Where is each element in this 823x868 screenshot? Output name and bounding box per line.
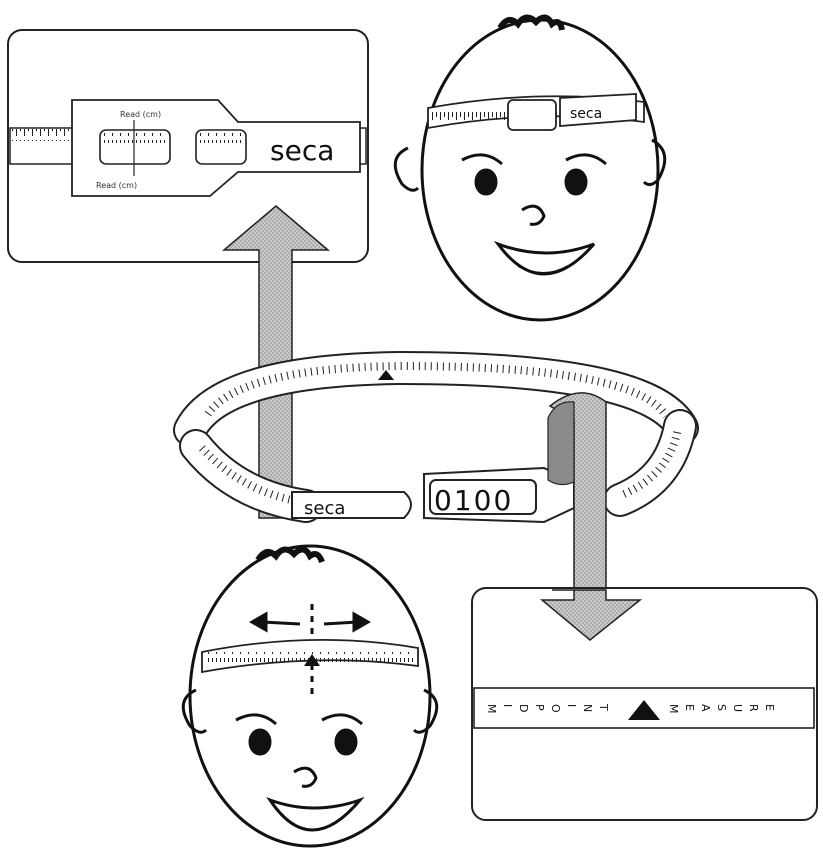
midpoint-letter: P xyxy=(533,704,546,711)
baby-head-bottom xyxy=(183,546,436,846)
baby-head-top xyxy=(395,17,664,320)
midpoint-letter: U xyxy=(731,704,744,712)
head-outline xyxy=(190,546,430,846)
read-bottom-label: Read (cm) xyxy=(96,181,137,190)
midpoint-letter: E xyxy=(763,704,776,711)
eye xyxy=(336,730,356,754)
midpoint-letter: M xyxy=(485,704,498,714)
midpoint-letter: O xyxy=(549,704,562,713)
headband-seca: seca xyxy=(570,106,602,122)
midpoint-letter: S xyxy=(715,704,728,711)
midpoint-letter: I xyxy=(565,704,578,707)
tape-closeup-inset: Read (cm) Read (cm) seca xyxy=(8,30,368,262)
seca-end-label: seca xyxy=(304,498,345,519)
reading-window-value: 0100 xyxy=(434,484,513,517)
ear-left xyxy=(395,148,418,190)
tape-ticks xyxy=(10,129,74,141)
midpoint-letter: T xyxy=(597,703,610,711)
eye xyxy=(566,170,586,194)
seca-logo: seca xyxy=(270,134,334,167)
read-top-label: Read (cm) xyxy=(120,110,161,119)
midpoint-letter: R xyxy=(747,704,760,712)
tape-fold xyxy=(548,402,574,485)
midpoint-letter: I xyxy=(501,704,514,707)
window-ticks xyxy=(200,133,242,143)
window-ticks xyxy=(104,133,166,143)
eye xyxy=(250,730,270,754)
eye xyxy=(476,170,496,194)
midpoint-letter: E xyxy=(683,704,696,711)
midpoint-letter: D xyxy=(517,704,530,712)
midpoint-letter: M xyxy=(667,704,680,714)
midpoint-letter: N xyxy=(581,704,594,712)
headband-window xyxy=(508,100,556,130)
midpoint-letter: A xyxy=(699,704,712,712)
